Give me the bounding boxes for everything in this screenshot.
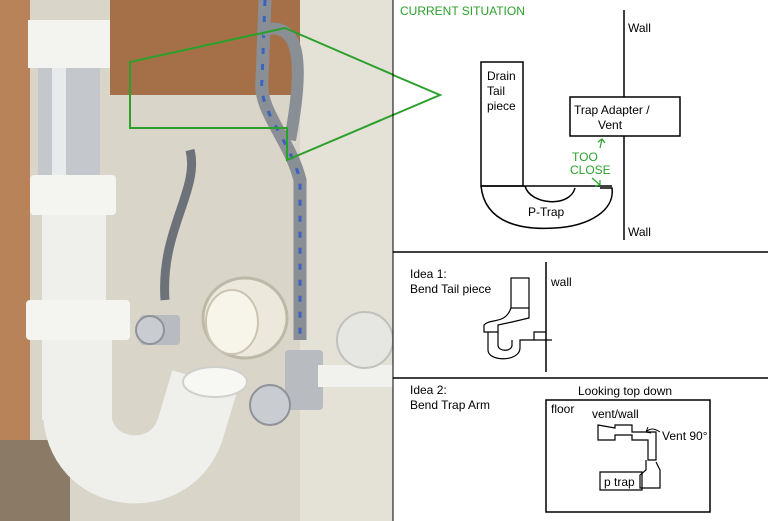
idea1-title: Idea 1:	[410, 267, 447, 281]
trap-opening	[182, 366, 248, 398]
callout-tip	[392, 74, 443, 116]
escutcheon	[336, 311, 393, 369]
ptrap-label: P-Trap	[528, 205, 565, 219]
idea2-trap-arm	[597, 424, 657, 461]
pvc-pipe	[42, 215, 106, 305]
chrome-tail-piece	[38, 60, 100, 180]
top-down-box	[545, 399, 711, 513]
top-down-label: Looking top down	[578, 384, 672, 398]
idea2-bend	[639, 460, 661, 489]
arrow-down-icon	[591, 177, 601, 187]
back-wall-light	[300, 0, 393, 521]
shutoff-valve-right	[285, 350, 323, 410]
pvc-pipe-lower	[42, 340, 112, 420]
idea1-tail	[510, 277, 530, 309]
valve-handle-right	[249, 384, 291, 426]
hose-loop	[260, 22, 304, 142]
idea2-desc: Bend Trap Arm	[410, 398, 490, 412]
valve-handle-left	[135, 315, 165, 345]
vent-arrow-icon	[645, 426, 661, 434]
idea1-desc: Bend Tail piece	[410, 282, 491, 296]
wall-label-bottom: Wall	[628, 225, 651, 239]
slip-nut-upper	[30, 175, 116, 215]
chrome-highlight	[52, 60, 66, 180]
ventwall-label: vent/wall	[592, 407, 639, 421]
tail-label-1: Drain	[487, 69, 516, 83]
tail-label-3: piece	[487, 99, 516, 113]
idea2-title: Idea 2:	[410, 383, 447, 397]
adapter-label-2: Vent	[598, 118, 623, 132]
wall-label-top: Wall	[628, 21, 651, 35]
idea1-trap-inner	[497, 332, 513, 351]
too-close-2: CLOSE	[570, 163, 611, 177]
idea2-ptrap-label: p trap	[604, 475, 635, 489]
supply-stub	[318, 365, 393, 387]
current-title: CURRENT SITUATION	[400, 4, 525, 18]
slip-nut-lower	[26, 300, 130, 340]
supply-hose-left	[160, 148, 196, 301]
too-close-1: TOO	[572, 150, 598, 164]
plumbing-photo	[0, 0, 393, 521]
floor-label: floor	[551, 402, 574, 416]
adapter-label-1: Trap Adapter /	[574, 103, 650, 117]
p-trap-outline	[480, 185, 613, 230]
idea1-trap	[487, 331, 546, 360]
vent90-label: Vent 90°	[662, 429, 708, 443]
p-trap-bend	[43, 370, 238, 504]
hose-stripes	[260, 0, 302, 340]
idea2-ptrap	[599, 471, 643, 491]
idea1-bent-tail	[483, 307, 530, 333]
tail-label-2: Tail	[487, 84, 505, 98]
arrow-up-icon	[597, 138, 606, 149]
cabinet-side	[0, 0, 30, 470]
p-trap-inner	[524, 185, 576, 203]
sink-nut	[28, 20, 110, 68]
idea1-wall-label: wall	[550, 275, 572, 289]
trap-adapter-inner	[205, 289, 259, 355]
trap-adapter-box	[569, 96, 681, 137]
green-callout	[129, 26, 393, 162]
